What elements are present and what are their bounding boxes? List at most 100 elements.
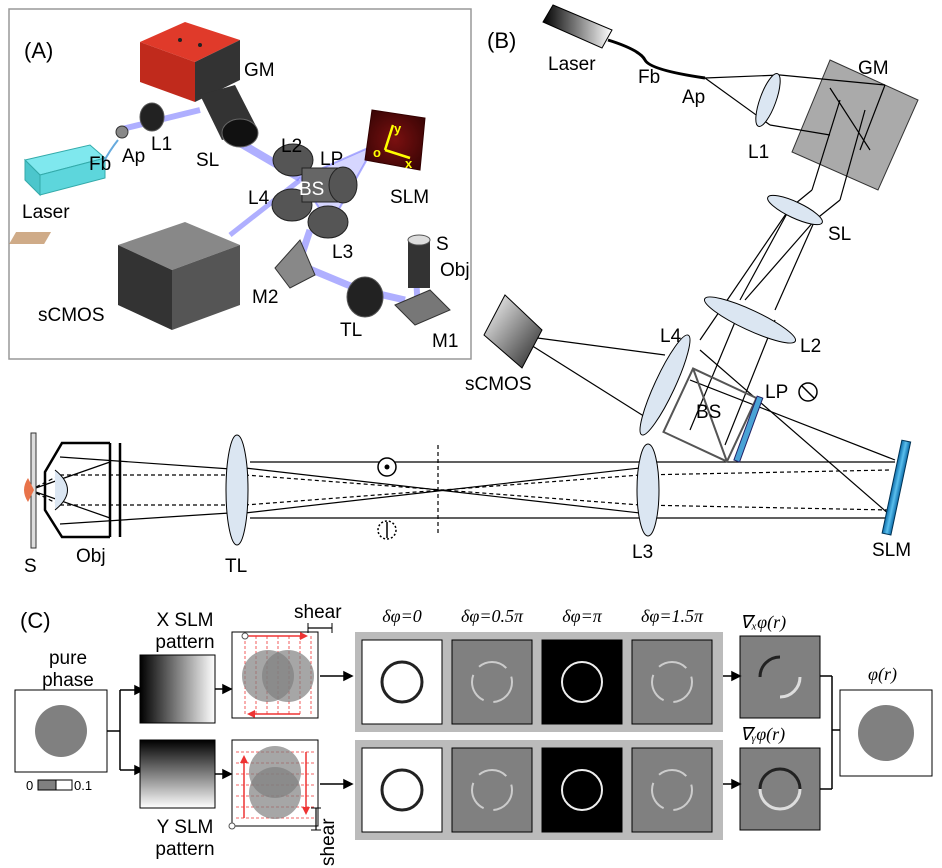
beam-splitter-b xyxy=(662,367,758,463)
phase-step-frame xyxy=(631,747,713,833)
phase-step-frame xyxy=(451,639,533,725)
grad-x-image xyxy=(739,635,821,719)
l3-label-b: L3 xyxy=(632,542,653,563)
lens-l1-b xyxy=(755,73,781,127)
y-axis-arrow xyxy=(383,124,395,151)
lens-l1-a xyxy=(139,102,165,132)
phase-step-ring xyxy=(561,661,603,703)
phase-step-frame xyxy=(541,747,623,833)
lens-l2-b xyxy=(703,296,797,344)
panel-c: (C) pure phase 0 0.1 X SLM pattern Y SLM… xyxy=(14,602,933,866)
phase-step-label: δφ=0 xyxy=(382,606,421,626)
l4-label-a: L4 xyxy=(248,188,270,209)
panel-b-label: (B) xyxy=(487,28,516,53)
fb-label-a: Fb xyxy=(89,154,111,175)
panel-a-label: (A) xyxy=(24,38,53,63)
scale-max: 0.1 xyxy=(74,778,92,793)
slm-b xyxy=(881,439,912,536)
sl-label-b: SL xyxy=(828,224,851,245)
laser-label-b: Laser xyxy=(548,54,596,75)
lp-label-a: LP xyxy=(320,149,343,170)
shear-to-frames-arrows xyxy=(320,670,354,790)
slm-axis-x: x xyxy=(405,156,413,171)
pure-phase-label-1: pure xyxy=(49,648,87,669)
slm-a: y o x xyxy=(364,109,426,171)
phase-step-frame xyxy=(451,747,533,833)
fb-label-b: Fb xyxy=(638,67,660,88)
s-label-b: S xyxy=(24,556,37,577)
l1-label-a: L1 xyxy=(151,134,172,155)
tube-lens-a xyxy=(346,276,384,318)
lens-l3-b xyxy=(636,443,660,537)
tl-label-b: TL xyxy=(225,556,247,577)
scmos-label-b: sCMOS xyxy=(465,374,532,395)
shear-bottom-label: shear xyxy=(318,818,339,866)
objective-b xyxy=(43,441,122,539)
phase-step-label: δφ=0.5π xyxy=(461,606,524,626)
lens-l4-b xyxy=(639,334,691,436)
scale-bar-dark xyxy=(37,779,57,791)
ap-label-a: Ap xyxy=(122,146,145,167)
tube-lens-b xyxy=(225,434,249,546)
pure-phase-disk xyxy=(35,705,87,757)
obj-label-a: Obj xyxy=(440,260,470,281)
y-slm-pattern xyxy=(139,739,216,809)
gm-label-b: GM xyxy=(858,58,889,79)
l3-label-a: L3 xyxy=(332,242,353,263)
grad-y-label: ∇ᵧφ(r) xyxy=(740,724,785,745)
slm-label-a: SLM xyxy=(390,187,429,208)
s-label-a: S xyxy=(436,234,449,255)
ap-label-b: Ap xyxy=(682,87,705,108)
phase-step-ring xyxy=(471,661,513,703)
m1-label-a: M1 xyxy=(432,331,458,352)
galvo-mirror-a xyxy=(140,22,240,102)
scmos-b xyxy=(483,294,543,369)
phase-step-frame xyxy=(361,639,443,725)
fiber-b xyxy=(607,38,706,80)
grad-x-label: ∇ₓφ(r) xyxy=(740,612,786,633)
dashed-beam-b xyxy=(29,445,891,535)
phase-step-ring xyxy=(380,660,424,704)
phase-step-frame xyxy=(361,747,443,833)
aperture-a xyxy=(115,125,129,139)
lp-label-b: LP xyxy=(765,382,788,403)
linear-polarizer-b xyxy=(733,395,764,463)
scan-lens-b xyxy=(767,194,823,226)
l4-label-b: L4 xyxy=(660,326,682,347)
mirror-m2-a xyxy=(274,239,316,289)
phi-r-label: φ(r) xyxy=(868,664,897,685)
lens-cluster-a xyxy=(271,143,358,239)
phase-step-ring xyxy=(651,769,693,811)
l1-label-b: L1 xyxy=(748,142,769,163)
scale-bar-light xyxy=(55,779,73,791)
x-slm-label-2: pattern xyxy=(155,632,214,653)
slm-axis-o: o xyxy=(373,145,381,160)
panel-b: (B) xyxy=(24,4,919,577)
shear-top-label: shear xyxy=(294,602,342,623)
l2-label-a: L2 xyxy=(281,136,302,157)
gm-label-a: GM xyxy=(244,60,275,81)
scmos-label-a: sCMOS xyxy=(38,305,105,326)
branch-arrows xyxy=(107,684,145,776)
laser-b xyxy=(542,4,613,49)
pure-phase-label-2: phase xyxy=(42,670,94,691)
phase-step-ring xyxy=(380,768,424,812)
shear-x xyxy=(231,623,333,719)
scale-min: 0 xyxy=(26,778,33,793)
reconstructed-phase-disk xyxy=(858,705,914,761)
frames-to-grad-arrows xyxy=(723,670,840,790)
phase-step-label: δφ=1.5π xyxy=(641,606,704,626)
bs-label-b: BS xyxy=(696,402,721,423)
phase-step-frame xyxy=(541,639,623,725)
slm-axis-y: y xyxy=(394,121,402,136)
galvo-mirror-b xyxy=(791,59,919,191)
phase-step-label: δφ=π xyxy=(562,606,602,626)
tl-label-a: TL xyxy=(340,320,362,341)
y-slm-label-2: pattern xyxy=(155,839,214,860)
sl-label-a: SL xyxy=(196,150,219,171)
m2-label-a: M2 xyxy=(252,287,278,308)
slm-label-b: SLM xyxy=(872,540,911,561)
grad-y-image xyxy=(739,747,821,831)
y-slm-label-1: Y SLM xyxy=(157,817,214,838)
